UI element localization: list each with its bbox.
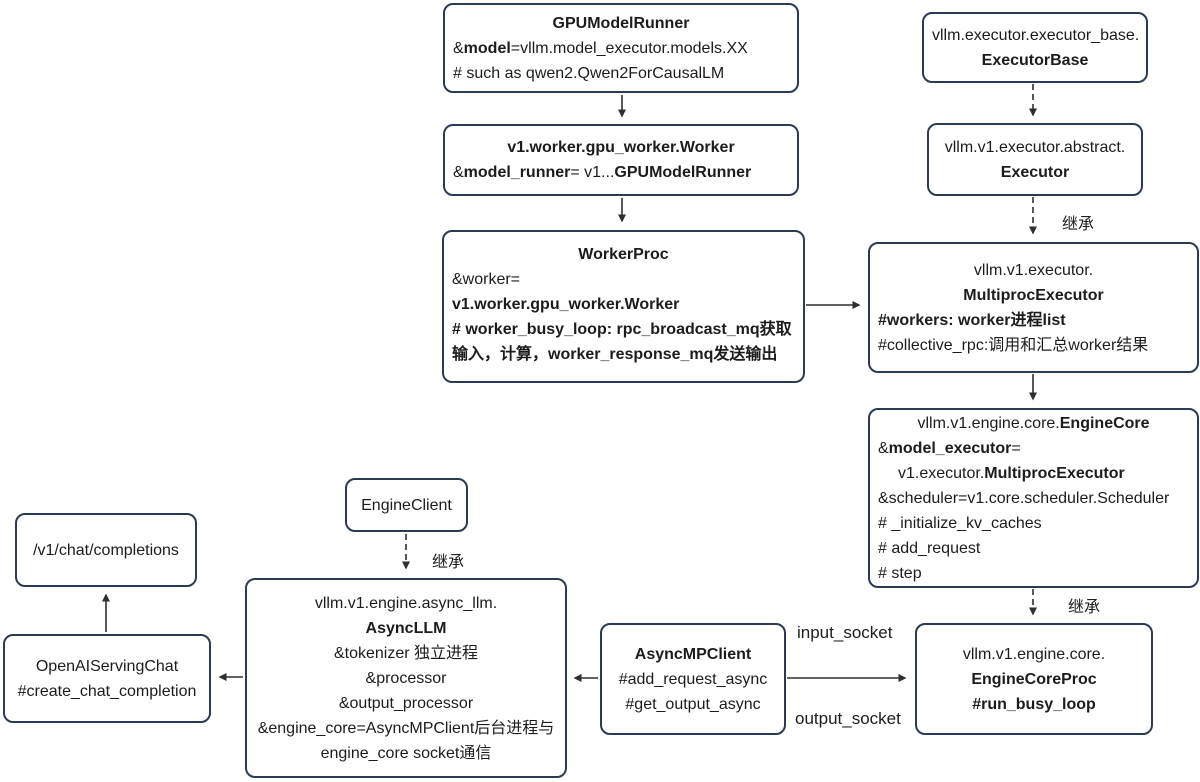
node-chat-completions-endpoint: /v1/chat/completions [15, 513, 197, 587]
node-text: vllm.executor.executor_base. [932, 26, 1140, 44]
node-engine-client: EngineClient [345, 478, 468, 532]
node-async-mp-client: AsyncMPClient #add_request_async #get_ou… [600, 623, 786, 735]
node-text: # _initialize_kv_caches [878, 514, 1042, 532]
node-text: # such as qwen2.Qwen2ForCausalLM [453, 64, 725, 82]
edge-label-output-socket: output_socket [795, 709, 901, 728]
node-text: &output_processor [338, 694, 474, 712]
edge-label-inherit-engine-core-proc: 继承 [1068, 599, 1101, 616]
node-title: vllm.v1.engine.core.EngineCore [917, 414, 1150, 432]
node-title: GPUModelRunner [552, 14, 690, 32]
node-title: /v1/chat/completions [33, 541, 179, 559]
node-text: &scheduler=v1.core.scheduler.Scheduler [878, 489, 1170, 507]
node-text: vllm.v1.engine.core. [962, 645, 1106, 663]
edge-label-inherit-executor: 继承 [1062, 216, 1095, 233]
node-text: # step [878, 564, 922, 582]
node-async-llm: vllm.v1.engine.async_llm. AsyncLLM &toke… [245, 578, 567, 778]
node-title: EngineCoreProc [971, 670, 1097, 688]
node-text: &tokenizer 独立进程 [333, 644, 479, 662]
node-text: #workers: worker进程list [878, 311, 1066, 329]
node-text: 输入，计算，worker_response_mq发送输出 [452, 346, 778, 363]
node-worker-proc: WorkerProc &worker= v1.worker.gpu_worker… [442, 230, 805, 383]
edge-label-inherit-async-llm: 继承 [432, 554, 465, 571]
node-text: &processor [365, 669, 447, 687]
node-title: AsyncMPClient [634, 645, 752, 663]
node-text: vllm.v1.executor.abstract. [944, 138, 1126, 156]
node-engine-core: vllm.v1.engine.core.EngineCore &model_ex… [868, 408, 1199, 588]
node-text: # add_request [878, 539, 981, 557]
node-text: vllm.v1.engine.async_llm. [314, 594, 498, 612]
node-title: Executor [1000, 163, 1070, 181]
node-text: #collective_rpc:调用和汇总worker结果 [878, 336, 1149, 354]
node-text: vllm.v1.executor. [973, 261, 1094, 279]
node-title: WorkerProc [578, 246, 669, 263]
node-text: #create_chat_completion [17, 682, 197, 700]
node-gpu-model-runner: GPUModelRunner &model=vllm.model_executo… [443, 3, 799, 93]
node-title: OpenAIServingChat [35, 657, 179, 675]
node-title: v1.worker.gpu_worker.Worker [507, 139, 735, 156]
node-worker: v1.worker.gpu_worker.Worker &model_runne… [443, 124, 799, 196]
node-text: engine_core socket通信 [320, 744, 492, 762]
node-executor: vllm.v1.executor.abstract. Executor [927, 123, 1143, 196]
node-text: &engine_core=AsyncMPClient后台进程与 [257, 719, 555, 737]
edge-label-input-socket: input_socket [797, 623, 893, 642]
node-text: #run_busy_loop [972, 695, 1096, 713]
node-executor-base: vllm.executor.executor_base. ExecutorBas… [922, 12, 1148, 83]
node-engine-core-proc: vllm.v1.engine.core. EngineCoreProc #run… [915, 623, 1153, 735]
node-text: &model_runner= v1...GPUModelRunner [453, 164, 752, 181]
node-text: &model_executor= [878, 439, 1021, 457]
node-text: #get_output_async [625, 695, 761, 713]
node-text: v1.worker.gpu_worker.Worker [452, 296, 680, 313]
node-title: EngineClient [361, 496, 452, 514]
node-text: #add_request_async [618, 670, 768, 688]
node-openai-serving-chat: OpenAIServingChat #create_chat_completio… [3, 634, 211, 723]
node-text: &model=vllm.model_executor.models.XX [453, 39, 748, 57]
node-title: MultiprocExecutor [963, 286, 1104, 304]
node-text: v1.executor.MultiprocExecutor [898, 464, 1125, 482]
node-multiproc-executor: vllm.v1.executor. MultiprocExecutor #wor… [868, 242, 1199, 373]
node-title: AsyncLLM [365, 619, 447, 637]
node-text: &worker= [452, 271, 521, 288]
node-title: ExecutorBase [981, 51, 1089, 69]
node-text: # worker_busy_loop: rpc_broadcast_mq获取 [452, 321, 792, 338]
